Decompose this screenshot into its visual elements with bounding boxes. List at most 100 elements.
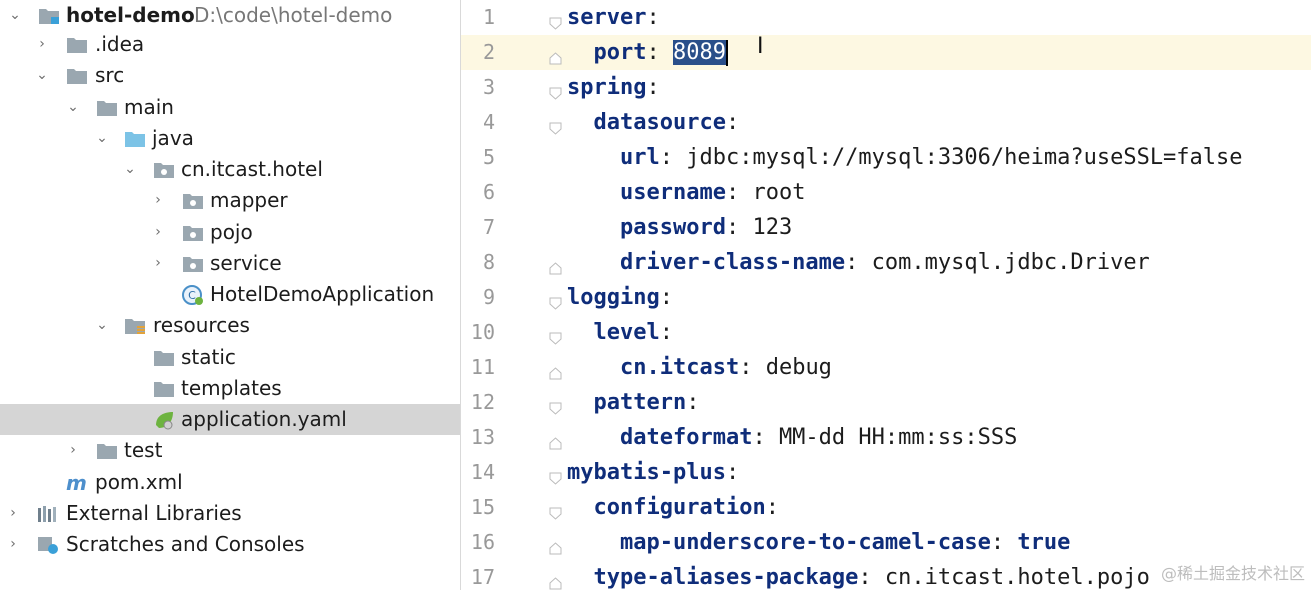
code-line[interactable]: 10 level: [461,315,1311,350]
selected-text: 8089 [672,40,726,65]
tree-item-pom-xml[interactable]: m pom.xml [0,467,460,498]
line-number: 1 [482,5,495,29]
module-folder-icon [38,6,60,25]
code-line[interactable]: 3 spring: [461,70,1311,105]
code-text: datasource: [593,110,740,135]
code-line[interactable]: 16 map-underscore-to-camel-case: true [461,525,1311,560]
fold-end-marker-icon[interactable] [549,571,562,590]
fold-marker-icon[interactable] [549,326,562,345]
chevron-right-icon[interactable]: › [70,442,76,458]
tree-item-external-libraries[interactable]: › External Libraries [0,498,460,529]
code-line-current[interactable]: 2 port: 8089 [461,35,1311,70]
line-number: 5 [482,145,495,169]
fold-marker-icon[interactable] [549,501,562,520]
chevron-right-icon[interactable]: › [155,255,161,271]
tree-item-label: java [152,126,194,150]
fold-marker-icon[interactable] [549,466,562,485]
chevron-down-icon[interactable]: ⌄ [36,67,48,83]
package-icon [153,160,175,179]
tree-item-package-hotel[interactable]: ⌄ cn.itcast.hotel [0,154,460,185]
code-text: dateformat: MM-dd HH:mm:ss:SSS [619,425,1018,450]
code-line[interactable]: 12 pattern: [461,385,1311,420]
code-line[interactable]: 15 configuration: [461,490,1311,525]
line-number: 8 [482,250,495,274]
line-number: 11 [470,355,495,379]
chevron-right-icon[interactable]: › [155,224,161,240]
tree-item-src[interactable]: ⌄ src [0,60,460,91]
tree-item-mapper[interactable]: › mapper [0,185,460,216]
code-line[interactable]: 6 username: root [461,175,1311,210]
chevron-right-icon[interactable]: › [155,192,161,208]
tree-item-label: HotelDemoApplication [210,282,435,306]
fold-marker-icon[interactable] [549,396,562,415]
scratches-icon [37,535,59,554]
source-folder-icon [124,129,146,148]
chevron-down-icon[interactable]: ⌄ [96,130,108,146]
tree-item-label: cn.itcast.hotel [181,157,323,181]
code-line[interactable]: 1 server: [461,0,1311,35]
svg-text:m: m [66,473,87,492]
fold-end-marker-icon[interactable] [549,46,562,65]
libraries-icon [37,504,59,523]
chevron-down-icon[interactable]: ⌄ [67,99,79,115]
line-number: 17 [470,565,495,589]
tree-item-pojo[interactable]: › pojo [0,217,460,248]
chevron-right-icon[interactable]: › [39,36,45,52]
line-number: 12 [470,390,495,414]
tree-item-label: resources [153,313,250,337]
fold-marker-icon[interactable] [549,81,562,100]
tree-item-label: External Libraries [66,501,242,525]
tree-item-scratches-and-consoles[interactable]: › Scratches and Consoles [0,529,460,560]
code-line[interactable]: 9 logging: [461,280,1311,315]
chevron-right-icon[interactable]: › [10,536,16,552]
fold-marker-icon[interactable] [549,11,562,30]
chevron-down-icon[interactable]: ⌄ [96,317,108,333]
code-line[interactable]: 4 datasource: [461,105,1311,140]
fold-end-marker-icon[interactable] [549,431,562,450]
code-editor[interactable]: 1 server: 2 port: 8089 3 spring: 4 datas… [461,0,1311,590]
code-text: username: root [619,180,806,205]
maven-icon: m [66,471,88,495]
line-number: 15 [470,495,495,519]
tree-root-hotel-demo[interactable]: ⌄ hotel-demo D:\code\hotel-demo [0,0,460,31]
folder-icon [96,441,118,460]
fold-marker-icon[interactable] [549,291,562,310]
code-line[interactable]: 5 url: jdbc:mysql://mysql:3306/heima?use… [461,140,1311,175]
tree-item-service[interactable]: › service [0,248,460,279]
code-line[interactable]: 7 password: 123 [461,210,1311,245]
code-line[interactable]: 14 mybatis-plus: [461,455,1311,490]
code-text: map-underscore-to-camel-case: true [619,530,1071,555]
tree-item-java[interactable]: ⌄ java [0,123,460,154]
tree-item-test[interactable]: › test [0,435,460,466]
tree-item-label: templates [181,376,282,400]
fold-end-marker-icon[interactable] [549,256,562,275]
code-line[interactable]: 11 cn.itcast: debug [461,350,1311,385]
tree-item-templates[interactable]: templates [0,373,460,404]
spring-config-file-icon [153,409,175,430]
code-text: type-aliases-package: cn.itcast.hotel.po… [593,565,1150,590]
fold-end-marker-icon[interactable] [549,536,562,555]
fold-end-marker-icon[interactable] [549,361,562,380]
package-icon [182,223,204,242]
tree-item-label: .idea [95,32,145,56]
code-line[interactable]: 17 type-aliases-package: cn.itcast.hotel… [461,560,1311,595]
panel-divider[interactable] [460,0,461,590]
code-line[interactable]: 13 dateformat: MM-dd HH:mm:ss:SSS [461,420,1311,455]
chevron-down-icon[interactable]: ⌄ [124,161,136,177]
tree-item-hoteldemoapplication[interactable]: C HotelDemoApplication [0,279,460,310]
tree-item-application-yaml[interactable]: application.yaml [0,404,460,435]
code-line[interactable]: 8 driver-class-name: com.mysql.jdbc.Driv… [461,245,1311,280]
tree-item-resources[interactable]: ⌄ resources [0,310,460,341]
tree-item-main[interactable]: ⌄ main [0,92,460,123]
project-tree-panel: ⌄ hotel-demo D:\code\hotel-demo › .idea … [0,0,460,590]
fold-marker-icon[interactable] [549,116,562,135]
tree-item-static[interactable]: static [0,342,460,373]
chevron-down-icon[interactable]: ⌄ [9,7,21,23]
tree-item-label: src [95,63,125,87]
tree-item-label: application.yaml [181,407,347,431]
chevron-right-icon[interactable]: › [10,505,16,521]
code-text: password: 123 [619,215,793,240]
tree-item-idea[interactable]: › .idea [0,29,460,60]
tree-item-label: static [181,345,236,369]
folder-icon [66,66,88,85]
